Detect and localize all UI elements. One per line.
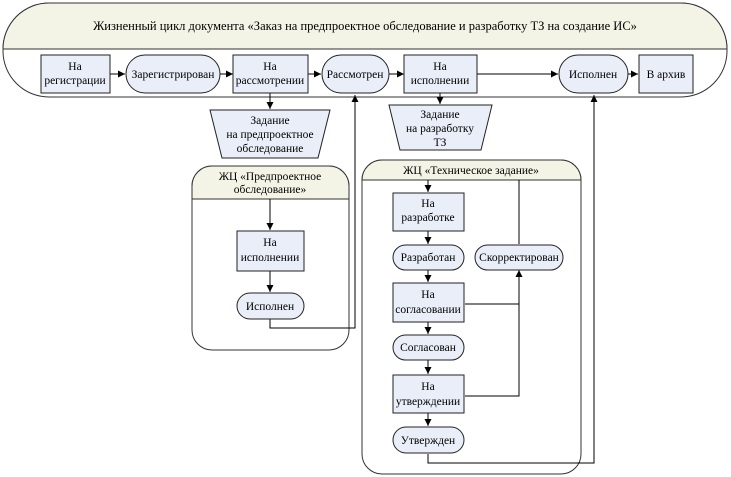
node-spec-developed: Разработан	[392, 244, 465, 271]
survey-lifecycle-title-1: ЖЦ «Предпроектное	[219, 171, 322, 183]
node-archive: В архив	[638, 54, 694, 94]
task-survey: Задание на предпроектное обследование	[209, 109, 331, 159]
node-label: согласовании	[395, 304, 461, 316]
node-execution: На исполнении	[403, 54, 478, 94]
node-label: Скорректирован	[479, 252, 559, 264]
node-label: Задание	[420, 109, 459, 121]
node-spec-in-development: На разработке	[392, 192, 465, 232]
node-registered: Зарегистрирован	[125, 54, 221, 94]
arrow-survey-executed-reviewed	[269, 95, 359, 329]
node-label: на предпроектное	[226, 129, 313, 141]
node-label: На	[263, 61, 276, 73]
node-label: утверждении	[396, 396, 460, 408]
node-survey-in-execution: На исполнении	[236, 230, 305, 272]
node-reviewed: Рассмотрен	[321, 54, 390, 94]
connectors	[110, 70, 638, 464]
node-label: На	[263, 237, 276, 249]
node-label: обследование	[237, 143, 304, 155]
task-spec: Задание на разработку ТЗ	[388, 104, 493, 151]
node-spec-in-confirmation: На утверждении	[392, 374, 465, 414]
node-label: Рассмотрен	[327, 69, 384, 81]
line-confirmation-corrected	[465, 304, 520, 397]
node-label: ТЗ	[434, 137, 447, 149]
node-label: Задание	[250, 115, 289, 127]
node-label: На	[421, 381, 434, 393]
node-label: Зарегистрирован	[132, 69, 215, 81]
node-survey-executed: Исполнен	[236, 292, 305, 320]
node-registration: На регистрации	[40, 54, 111, 94]
node-label: На	[433, 61, 446, 73]
node-label: На	[68, 61, 81, 73]
node-label: разработке	[401, 212, 454, 224]
spec-lifecycle-title: ЖЦ «Техническое задание»	[403, 165, 539, 177]
node-spec-agreed: Согласован	[392, 334, 465, 361]
survey-lifecycle-title-2: обследование»	[234, 184, 307, 196]
node-spec-in-approval: На согласовании	[392, 282, 465, 323]
node-label: Утвержден	[401, 435, 455, 447]
node-executed: Исполнен	[558, 54, 629, 94]
node-label: рассмотрении	[236, 75, 304, 87]
node-label: Разработан	[401, 252, 456, 264]
node-label: исполнении	[411, 75, 469, 87]
node-label: на разработку	[406, 123, 474, 135]
node-spec-corrected: Скорректирован	[474, 244, 564, 271]
node-label: Согласован	[400, 342, 456, 354]
node-label: исполнении	[241, 252, 299, 264]
node-label: На	[421, 198, 434, 210]
diagram-title: Жизненный цикл документа «Заказ на предп…	[93, 19, 637, 33]
node-label: Исполнен	[246, 301, 294, 313]
node-label: В архив	[647, 69, 686, 81]
node-review: На рассмотрении	[232, 54, 309, 94]
node-label: регистрации	[44, 75, 105, 87]
node-label: На	[421, 289, 434, 301]
node-spec-confirmed: Утвержден	[392, 426, 465, 454]
arrow-confirmed-executed	[427, 95, 598, 464]
node-label: Исполнен	[569, 69, 617, 81]
